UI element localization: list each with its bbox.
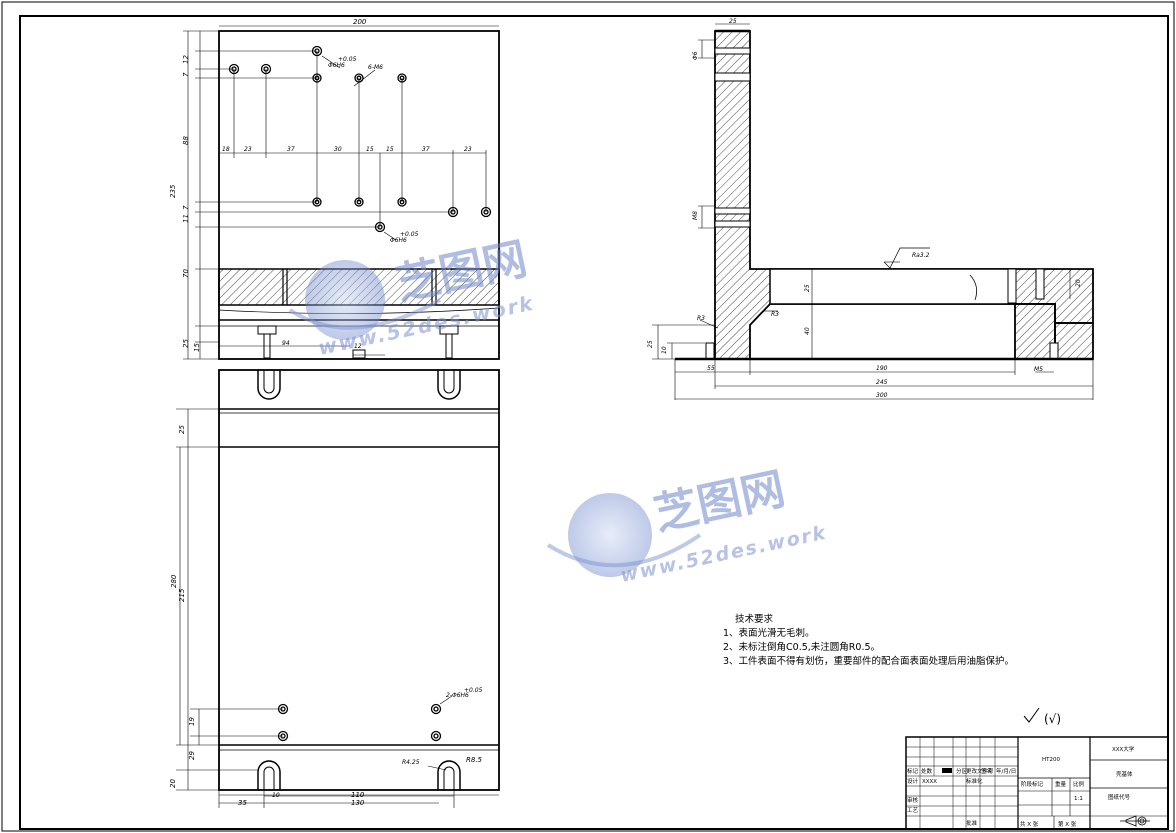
tb-process: 工艺	[907, 807, 919, 814]
title-block	[905, 736, 1169, 830]
roughness-text: (√)	[1044, 712, 1061, 726]
tb-approve: 批准	[966, 819, 978, 827]
tb-material: HT200	[1042, 757, 1060, 763]
dim-25: 25	[182, 339, 190, 348]
sec-r3a: R3	[697, 315, 705, 322]
tb-sheet-no: 第 X 张	[1058, 820, 1077, 828]
callout-hole-top: Φ6H6	[328, 62, 345, 69]
sec-dim-m8: M8	[692, 211, 699, 220]
dim-94: 94	[282, 340, 290, 347]
tb-date: 年/月/日	[996, 767, 1016, 775]
dim-70: 70	[182, 269, 190, 278]
watermark-2: 芝图网 www.52des.work	[546, 463, 829, 587]
tb-school: XXX大学	[1112, 745, 1135, 753]
callout-m6: 6-M6	[368, 64, 383, 71]
sec-dim-25b: 25	[804, 284, 811, 292]
notes-line-1: 1、表面光滑无毛刺。	[723, 627, 815, 639]
dim-r85: R8.5	[466, 756, 483, 764]
sec-dim-55: 55	[707, 365, 715, 372]
dim-row-30: 30	[334, 146, 342, 153]
dim-row-37: 37	[287, 146, 295, 153]
tb-mark: 标记	[907, 767, 919, 775]
dim-row-18: 18	[222, 146, 230, 153]
tb-part-name: 壳基体	[1116, 770, 1133, 778]
dim-88: 88	[182, 136, 190, 145]
dim-r425: R4.25	[402, 759, 420, 766]
dim-row-37b: 37	[422, 146, 430, 153]
dim-row-15a: 15	[366, 146, 374, 153]
dim-25-left: 25	[178, 425, 186, 434]
dim-7: 7	[182, 72, 190, 77]
callout-2-m6: 2-Φ6H6	[446, 692, 469, 699]
section-view: 25 Φ6 M8 Ra3.2 R3 R3 25 40 20 25 10 55 1…	[647, 18, 1094, 400]
callout-hole-mid-tol: +0.05	[400, 231, 419, 238]
sec-r3b: R3	[771, 311, 779, 318]
sec-dim-phi6: Φ6	[692, 51, 699, 60]
callout-hole-mid: Φ6H6	[390, 237, 407, 244]
sec-dim-10: 10	[661, 346, 668, 354]
inner-border	[19, 15, 1169, 830]
sec-dim-300: 300	[876, 392, 888, 399]
tb-stage: 阶段标记	[1021, 780, 1044, 788]
tb-drawing-no: 图纸代号	[1108, 793, 1131, 801]
tb-scale: 1:1	[1074, 796, 1083, 802]
dim-280: 280	[170, 574, 178, 588]
dim-29: 29	[188, 751, 196, 760]
tb-count: 处数	[921, 767, 933, 775]
tb-zone: 分区	[956, 767, 968, 775]
dim-width-200: 200	[353, 18, 367, 26]
tb-change-doc: 更改文件号	[966, 767, 994, 775]
sec-dim-25: 25	[729, 18, 737, 25]
dim-20: 20	[169, 779, 177, 788]
tb-design: 设计	[907, 777, 919, 785]
dim-row-23: 23	[244, 146, 252, 153]
sec-ra: Ra3.2	[912, 252, 930, 259]
dim-35: 35	[238, 799, 247, 807]
dim-height-235: 235	[169, 184, 177, 198]
notes-title: 技术要求	[735, 613, 774, 625]
tb-designer: XXXX	[922, 779, 937, 785]
tb-standard: 标准化	[966, 777, 983, 785]
sec-dim-m5: M5	[1034, 366, 1043, 373]
sec-dim-40: 40	[804, 327, 811, 335]
technical-notes: 技术要求 1、表面光滑无毛刺。 2、未标注倒角C0.5,未注圆角R0.5。 3、…	[723, 613, 1014, 667]
dim-row-23b: 23	[464, 146, 472, 153]
sec-dim-20: 20	[1075, 279, 1082, 287]
dim-215: 215	[178, 588, 186, 602]
dim-12: 12	[182, 55, 190, 64]
dim-7b: 7	[182, 205, 190, 210]
sec-dim-25c: 25	[647, 340, 654, 348]
tb-sign: 签名	[981, 767, 992, 775]
tb-review: 审核	[907, 796, 919, 804]
dim-12b: 12	[354, 343, 362, 350]
dim-110: 110	[351, 791, 365, 799]
tb-scale-label: 比例	[1073, 780, 1085, 788]
roughness-symbol: (√)	[1023, 707, 1061, 726]
watermark-cn-2: 芝图网	[650, 463, 790, 540]
dim-130: 130	[351, 799, 365, 807]
bottom-left-view: 25 280 215 19 29 20 2-Φ6H6 +0.05 R4.25 R…	[169, 369, 500, 808]
tb-sheets-total: 共 X 张	[1020, 820, 1039, 828]
callout-hole-top-tol: +0.05	[338, 56, 357, 63]
callout-2-m6-tol: +0.05	[464, 687, 483, 694]
title-block-text: HT200 XXX大学 壳基体 图纸代号 标记 处数 分区 更改文件号 签名 年…	[907, 745, 1135, 828]
tb-weight: 重量	[1055, 780, 1067, 788]
dim-10: 10	[272, 792, 280, 799]
dim-15: 15	[193, 343, 201, 352]
projection-symbol-icon	[1120, 815, 1150, 827]
sec-dim-245: 245	[876, 379, 888, 386]
notes-line-3: 3、工件表面不得有划伤，重要部件的配合面表面处理后用油脂保护。	[723, 655, 1014, 667]
dim-11: 11	[182, 214, 190, 223]
notes-line-2: 2、未标注倒角C0.5,未注圆角R0.5。	[723, 641, 880, 653]
dim-19: 19	[188, 717, 196, 726]
dim-row-15b: 15	[386, 146, 394, 153]
sec-dim-190: 190	[876, 365, 888, 372]
